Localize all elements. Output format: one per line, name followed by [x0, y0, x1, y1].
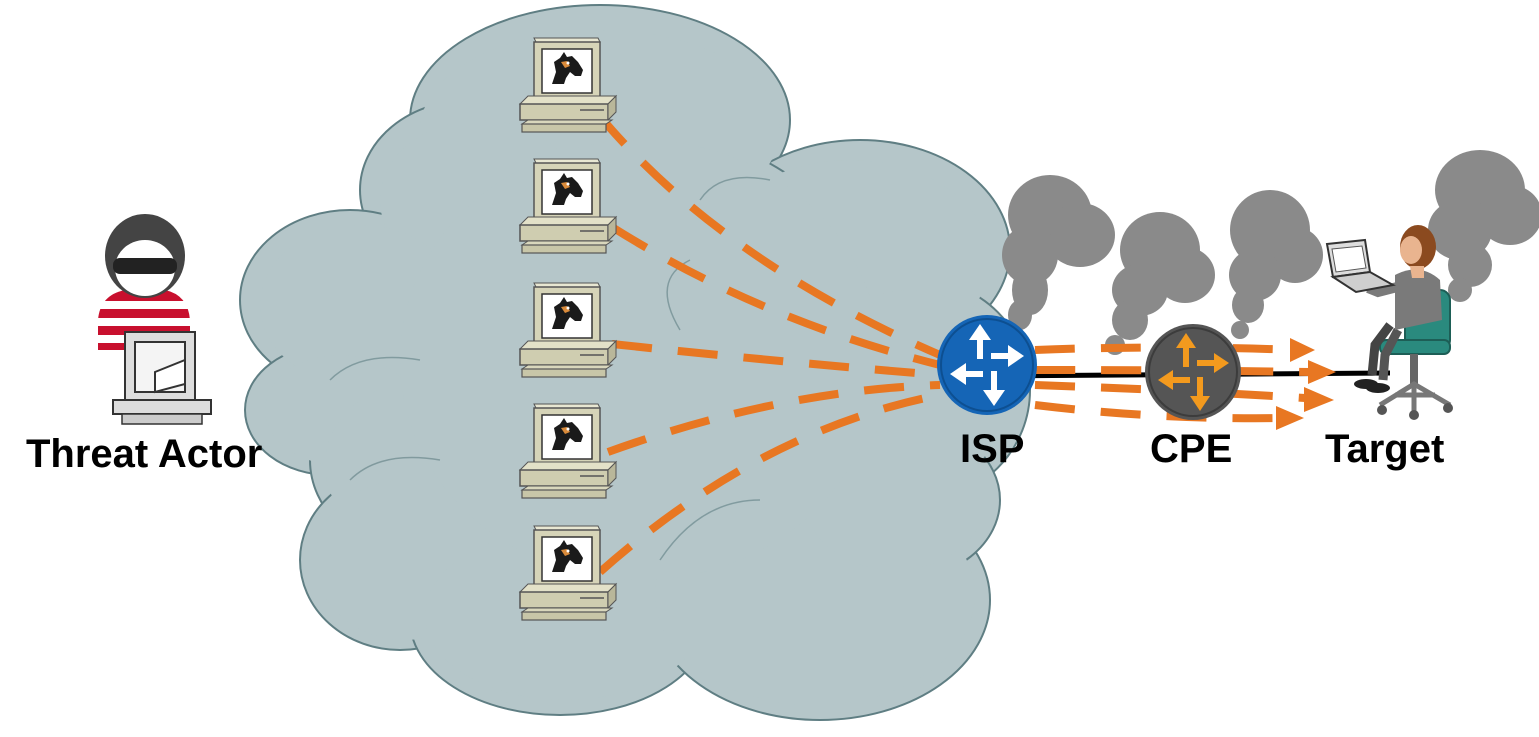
target-label: Target: [1325, 427, 1445, 471]
isp-router-icon: [937, 315, 1037, 415]
flood-traffic-1: [1034, 343, 1301, 354]
bot-traffic-4: [606, 381, 941, 456]
threat-actor-label: Threat Actor: [26, 432, 263, 476]
bot-traffic-1: [594, 111, 942, 359]
threat-actor-icon: [98, 214, 212, 425]
cpe-smoke-2: [1229, 190, 1323, 339]
target-smoke: [1428, 150, 1539, 302]
isp-smoke: [1002, 175, 1115, 330]
flood-traffic-4: [1034, 401, 1286, 423]
smoke-plumes: [1002, 150, 1539, 355]
attack-traffic: [594, 111, 1311, 575]
cpe-router-icon: [1145, 324, 1241, 420]
target-user-icon: [1325, 225, 1453, 420]
cpe-smoke: [1105, 212, 1215, 355]
bot-traffic-5: [597, 391, 941, 575]
bot-traffic-3: [611, 340, 941, 379]
isp-label: ISP: [960, 427, 1025, 471]
cpe-label: CPE: [1150, 427, 1233, 471]
traffic-arrowheads: [1276, 338, 1336, 430]
